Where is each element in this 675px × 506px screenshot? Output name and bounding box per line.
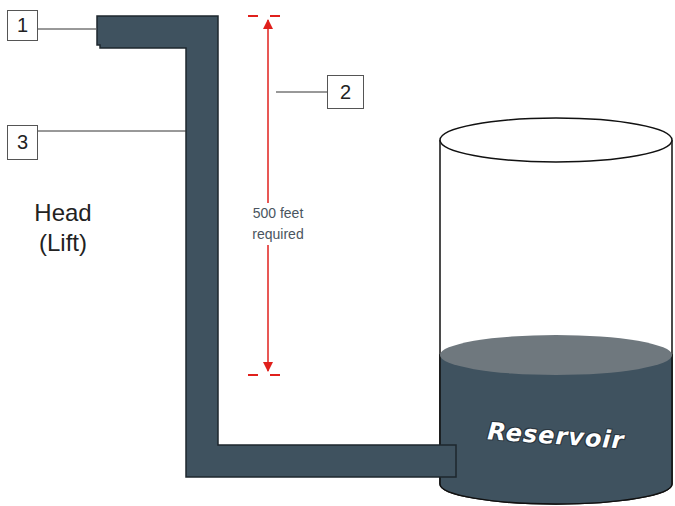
callout-number: 1: [7, 10, 38, 41]
node-text: 2: [340, 81, 351, 104]
node-text: 1: [17, 14, 28, 37]
pipe: [97, 16, 456, 477]
node-text: Reservoir: [487, 417, 626, 454]
dimension-label: 500 feet required: [238, 203, 318, 245]
callout-number: 3: [7, 125, 38, 160]
node-text: 3: [17, 131, 28, 154]
callout-number: 2: [327, 75, 364, 109]
reservoir-label: Reservoir: [465, 408, 648, 464]
dimension-line: [248, 16, 290, 375]
leader-lines: [38, 29, 327, 131]
reservoir-tank: [440, 118, 672, 504]
head-label: Head (Lift): [21, 198, 105, 258]
